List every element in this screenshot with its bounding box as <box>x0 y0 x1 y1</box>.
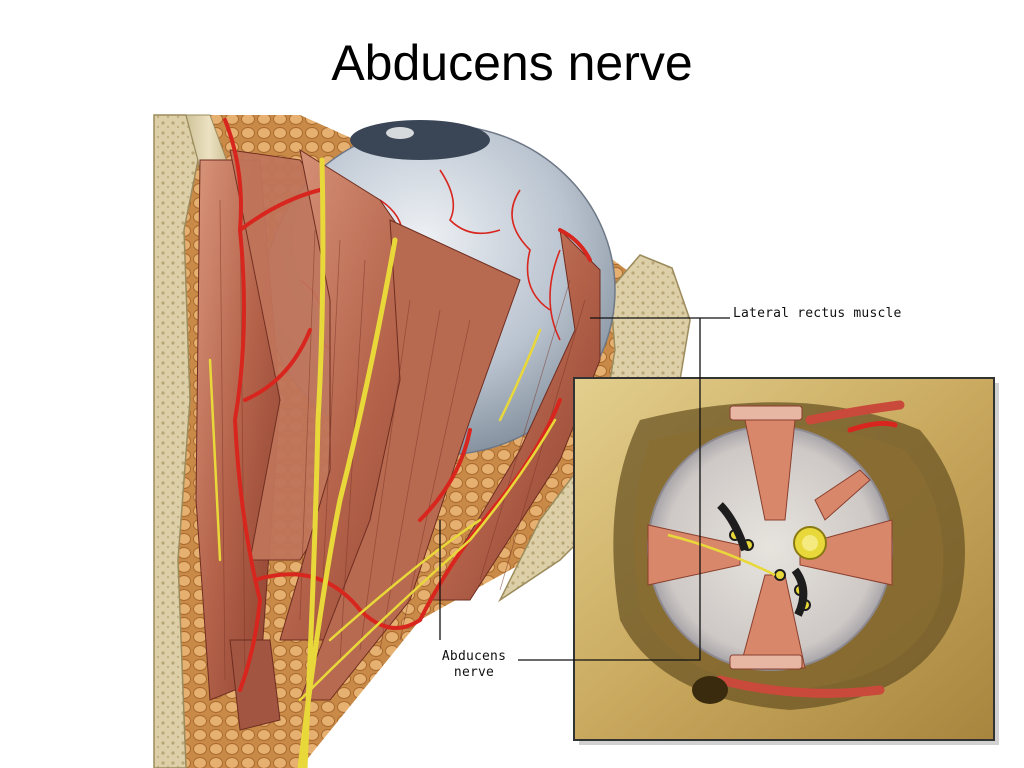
inset-lateral-rectus <box>799 519 893 586</box>
superior-rectus-muscle <box>299 219 521 701</box>
ophthalmic-arteries <box>223 118 592 692</box>
orbital-nerves <box>297 157 398 768</box>
label-lateral-rectus-muscle: Lateral rectus muscle <box>733 306 902 322</box>
leader-lines <box>439 317 730 661</box>
inset-medial-rectus <box>647 524 741 586</box>
inset-frontal-view <box>573 377 999 745</box>
lateral-orbital-wall <box>498 254 691 603</box>
slide-title: Abducens nerve <box>331 35 693 91</box>
cornea <box>350 120 490 160</box>
inset-abducens-nerve <box>667 533 776 577</box>
label-abducens-line1: Abducens <box>441 649 507 664</box>
orbit-main-view <box>153 114 691 768</box>
abducens-nerve-path <box>298 418 557 702</box>
label-abducens-line2: nerve <box>453 665 495 680</box>
label-abducens-nerve: Abducens nerve <box>434 649 514 681</box>
lateral-rectus-muscle <box>429 228 601 601</box>
